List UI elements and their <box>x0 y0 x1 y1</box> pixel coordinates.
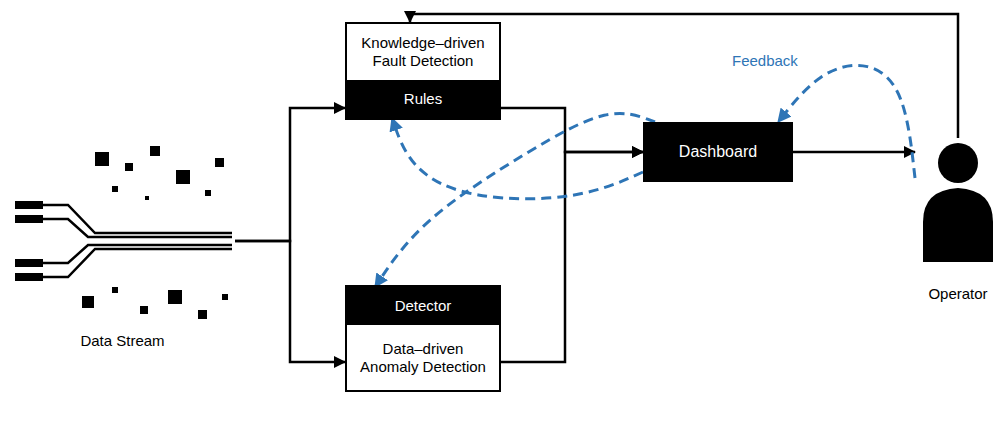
data-square <box>82 296 94 308</box>
operator-node: Operator <box>915 138 1001 303</box>
data-square <box>112 186 118 192</box>
data-square <box>198 310 207 319</box>
data-square <box>112 287 118 293</box>
data-square <box>140 306 148 314</box>
plug <box>15 201 43 209</box>
rules-band: Rules <box>347 80 499 118</box>
person-body <box>923 188 993 262</box>
plug <box>15 259 43 267</box>
node-label: Rules <box>396 86 450 112</box>
wire <box>43 219 232 237</box>
process-box: Data–driven Anomaly Detection Detector <box>345 285 501 392</box>
detector-band: Detector <box>347 287 499 325</box>
flow-arrow <box>793 151 915 154</box>
node-label: Detector <box>387 293 460 319</box>
flow-arrow <box>501 152 643 362</box>
data-stream-node: Data Stream <box>10 130 235 350</box>
flow-arrow <box>235 241 345 362</box>
data-square <box>222 294 228 300</box>
node-label: Dashboard <box>671 139 765 165</box>
node-label: Operator <box>928 285 987 303</box>
data-square <box>125 163 133 171</box>
feedback-arrow <box>375 114 655 287</box>
flow-arrow <box>235 108 345 241</box>
data-square <box>168 290 182 304</box>
plug <box>15 215 43 223</box>
node-label: Data Stream <box>80 332 164 350</box>
wire <box>43 249 232 277</box>
data-square <box>145 196 149 200</box>
node-label: Knowledge–driven Fault Detection <box>347 24 499 80</box>
node-label: Data–driven Anomaly Detection <box>347 325 499 390</box>
data-square <box>215 158 224 167</box>
wire <box>43 205 232 233</box>
operator-icon <box>923 143 993 262</box>
data-square <box>95 152 109 166</box>
data-square <box>205 190 211 196</box>
person-head <box>938 143 978 183</box>
dashboard-box: Dashboard <box>643 122 793 182</box>
process-box: Knowledge–driven Fault DetectionRules <box>345 22 501 120</box>
edge-label: Feedback <box>730 52 800 70</box>
plug <box>15 273 43 281</box>
data-square <box>176 170 190 184</box>
connector-group <box>235 14 958 362</box>
data-square <box>150 146 160 156</box>
wire <box>43 245 232 263</box>
feedback-arrow <box>778 65 915 178</box>
data-stream-icon <box>15 146 232 319</box>
